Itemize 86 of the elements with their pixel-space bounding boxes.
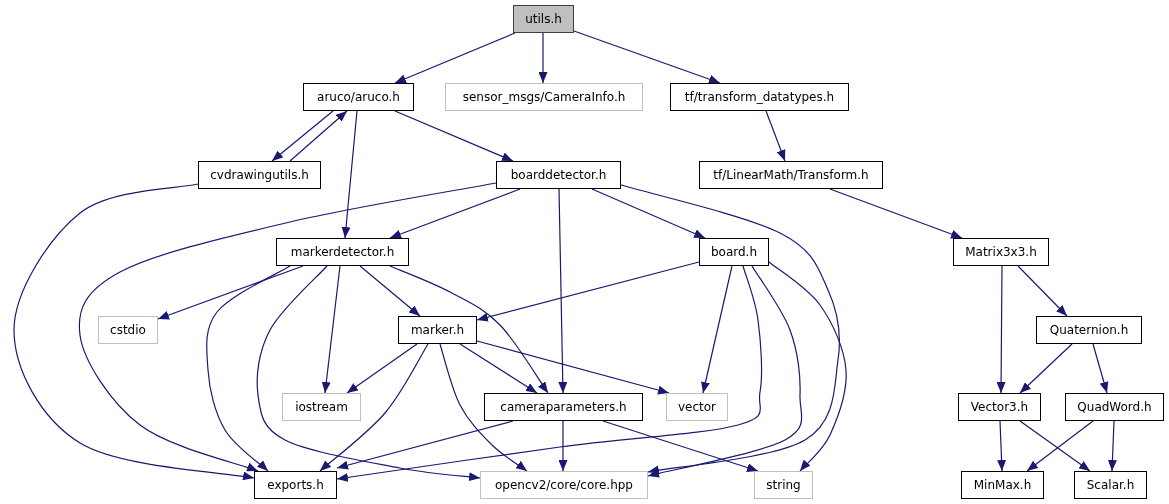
file-name: sensor_msgs/CameraInfo.h (462, 90, 626, 104)
dependency-arrow (319, 343, 429, 472)
dependency-arrow (997, 420, 1007, 472)
header-file-box (953, 238, 1049, 266)
file-name: string (766, 478, 801, 492)
dependency-arrow (78, 182, 497, 472)
dependency-arrow (591, 188, 706, 239)
header-file-box (670, 83, 849, 111)
file-name: Matrix3x3.h (965, 245, 1037, 259)
dependency-arrow (647, 265, 803, 478)
dependency-arrow (768, 261, 847, 472)
header-file-box (754, 471, 813, 499)
dependency-arrow (439, 343, 528, 472)
header-file-box (958, 393, 1041, 421)
header-file-box (666, 393, 728, 421)
header-file-box (1065, 393, 1164, 421)
file-name: QuadWord.h (1077, 400, 1152, 414)
header-file-box (303, 83, 414, 111)
file-name: Scalar.h (1086, 478, 1135, 492)
dependency-arrow (1017, 265, 1068, 317)
dependency-arrow (289, 110, 348, 162)
file-name: aruco/aruco.h (317, 90, 400, 104)
file-name: tf/LinearMath/Transform.h (713, 168, 869, 182)
dependency-arrow (620, 184, 840, 475)
dependency-arrow (765, 110, 786, 162)
dependency-arrow (558, 420, 568, 472)
dependency-arrow (341, 110, 358, 239)
file-name: cstdio (110, 323, 146, 337)
file-name: marker.h (410, 323, 465, 337)
dependency-arrow (996, 265, 1006, 394)
header-file-box (961, 471, 1044, 499)
file-name: opencv2/core/core.hpp (495, 478, 633, 492)
header-file-box (398, 316, 477, 344)
dependency-arrow (389, 188, 521, 239)
dependency-arrow (573, 30, 721, 84)
file-name: iostream (295, 400, 348, 414)
header-file-box (282, 393, 361, 421)
header-file-box (254, 471, 337, 499)
dependency-arrow (321, 265, 341, 394)
file-name: markerdetector.h (290, 245, 395, 259)
dependency-arrow (602, 420, 759, 472)
dependency-arrow (394, 32, 516, 84)
file-name: boarddetector.h (510, 168, 607, 182)
header-file-box (1074, 471, 1147, 499)
dependency-arrow (829, 188, 963, 239)
header-file-box (484, 393, 643, 421)
dependency-arrow (256, 265, 481, 482)
header-file-box (98, 316, 158, 344)
dependency-arrow (271, 110, 334, 162)
dependency-arrow (558, 188, 568, 394)
file-name: cvdrawingutils.h (210, 168, 309, 182)
file-name: utils.h (525, 12, 562, 26)
dependency-arrow (701, 265, 733, 394)
dependency-arrow (206, 265, 291, 472)
header-file-box (198, 161, 321, 189)
header-file-box (513, 5, 574, 33)
header-file-box (699, 161, 883, 189)
dependency-arrow (459, 343, 538, 394)
dependency-arrow (389, 265, 549, 394)
file-name: Quaternion.h (1049, 323, 1129, 337)
dependency-arrow (1092, 343, 1109, 394)
dependency-arrow (1107, 420, 1117, 472)
header-file-box (445, 83, 643, 111)
header-file-box (480, 471, 648, 499)
file-name: cameraparameters.h (500, 400, 627, 414)
dependency-arrow (157, 265, 304, 320)
dependency-arrow (476, 340, 670, 395)
header-file-box (699, 238, 769, 266)
dependency-arrow (476, 261, 700, 322)
file-name: Vector3.h (970, 400, 1029, 414)
file-name: exports.h (267, 478, 324, 492)
header-file-box (496, 161, 621, 189)
dependency-arrow (538, 32, 548, 84)
dependency-arrow (346, 343, 418, 394)
dependency-arrow (359, 265, 421, 317)
header-file-box (1036, 316, 1142, 344)
file-name: vector (677, 400, 717, 414)
dependency-arrow (336, 420, 514, 470)
dependency-arrow (336, 265, 763, 482)
file-name: MinMax.h (973, 478, 1032, 492)
file-name: board.h (710, 245, 758, 259)
file-name: tf/transform_datatypes.h (684, 90, 835, 104)
dependency-arrow (394, 110, 514, 162)
dependency-arrow (13, 183, 255, 481)
header-file-box (276, 238, 409, 266)
dependency-arrow (1019, 343, 1073, 394)
